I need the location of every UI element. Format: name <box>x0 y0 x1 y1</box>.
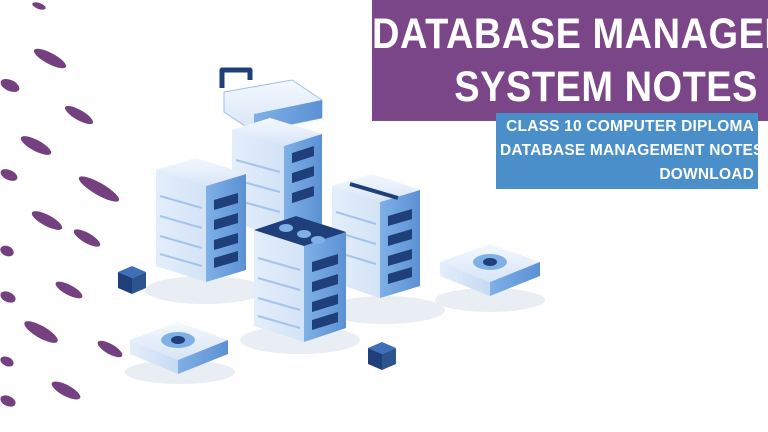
server-rack-icon <box>254 216 346 342</box>
subtitle-banner: CLASS 10 COMPUTER DIPLOMA DATABASE MANAG… <box>496 113 764 189</box>
router-icon <box>130 322 228 374</box>
subtitle-line-2: DATABASE MANAGEMENT NOTES <box>500 142 764 159</box>
title-line-2: SYSTEM NOTES <box>454 63 758 111</box>
server-rack-icon <box>232 118 322 238</box>
server-rack-icon <box>332 174 420 298</box>
server-rack-icon <box>156 158 246 282</box>
router-icon <box>440 244 540 296</box>
data-cube-icon <box>368 342 396 370</box>
title-banner: DATABASE MANAGEMENT SYSTEM NOTES <box>372 0 768 121</box>
subtitle-line-3: DOWNLOAD <box>659 166 754 183</box>
subtitle-line-1: CLASS 10 COMPUTER DIPLOMA <box>506 118 754 135</box>
title-line-1: DATABASE MANAGEMENT <box>372 11 768 59</box>
data-cube-icon <box>118 266 146 294</box>
